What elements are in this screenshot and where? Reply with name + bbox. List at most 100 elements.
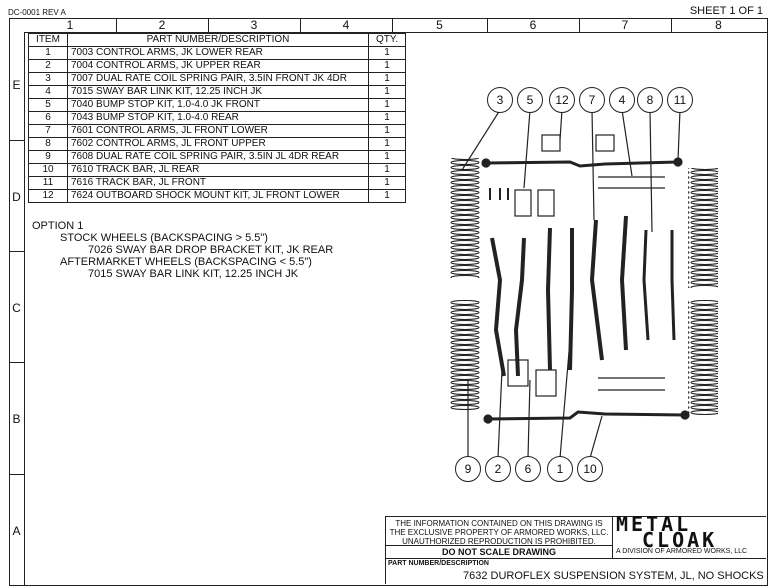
rear-bump-stop-1: [507, 359, 529, 387]
notice-line-3: UNAUTHORIZED REPRODUCTION IS PROHIBITED.: [402, 537, 596, 546]
front-coil-spring-right: [688, 168, 718, 288]
column-6: 6: [529, 18, 537, 32]
column-8: 8: [715, 18, 722, 32]
item-qty: 1: [368, 111, 406, 125]
shock-mount-bracket-right: [595, 134, 615, 152]
callout-6: 6: [515, 456, 541, 482]
option-line-aftermarket-kit: 7015 SWAY BAR LINK KIT, 12.25 INCH JK: [88, 268, 299, 280]
option-title: OPTION 1: [32, 220, 84, 232]
item-qty: 1: [368, 150, 406, 164]
column-2: 2: [158, 18, 166, 32]
part-description: 7602 CONTROL ARMS, JL FRONT UPPER: [67, 137, 369, 151]
control-arm-c: [545, 227, 552, 371]
part-number-label: PART NUMBER/DESCRIPTION: [388, 560, 489, 567]
drawing-area: [24, 32, 767, 585]
logo-line-2: CLOAK: [642, 528, 718, 552]
item-number: 10: [28, 163, 68, 177]
callout-5: 5: [517, 87, 543, 113]
rear-coil-spring-right: [688, 300, 718, 415]
item-number: 11: [28, 176, 68, 190]
rear-track-bar-end-right: [680, 410, 690, 420]
callout-3: 3: [487, 87, 513, 113]
front-track-bar: [485, 160, 679, 168]
row-c: C: [12, 301, 21, 315]
control-arm-d: [568, 228, 574, 371]
callout-4: 4: [609, 87, 635, 113]
part-description: 7003 CONTROL ARMS, JK LOWER REAR: [67, 46, 369, 60]
control-arm-h: [670, 230, 676, 341]
item-qty: 1: [368, 124, 406, 138]
item-number: 3: [28, 72, 68, 86]
callout-9: 9: [455, 456, 481, 482]
control-arm-g: [642, 229, 650, 341]
do-not-scale-note: DO NOT SCALE DRAWING: [442, 547, 556, 557]
part-description: 7624 OUTBOARD SHOCK MOUNT KIT, JL FRONT …: [67, 189, 369, 203]
item-number: 7: [28, 124, 68, 138]
part-description: 7608 DUAL RATE COIL SPRING PAIR, 3.5IN J…: [67, 150, 369, 164]
rear-track-bar: [487, 410, 686, 421]
callout-11: 11: [667, 87, 693, 113]
control-arm-b: [513, 237, 526, 377]
row-b: B: [12, 412, 21, 426]
header-qty: QTY.: [368, 33, 406, 47]
item-qty: 1: [368, 137, 406, 151]
part-description: 7004 CONTROL ARMS, JK UPPER REAR: [67, 59, 369, 73]
option-line-aftermarket: AFTERMARKET WHEELS (BACKSPACING < 5.5"): [60, 256, 312, 268]
notice-line-1: THE INFORMATION CONTAINED ON THIS DRAWIN…: [395, 519, 603, 528]
item-number: 6: [28, 111, 68, 125]
item-number: 9: [28, 150, 68, 164]
column-3: 3: [250, 18, 258, 32]
item-qty: 1: [368, 72, 406, 86]
option-note: OPTION 1 STOCK WHEELS (BACKSPACING > 5.5…: [32, 220, 333, 280]
rear-bump-stop-2: [535, 369, 557, 397]
column-7: 7: [621, 18, 629, 32]
header-item: ITEM: [28, 33, 68, 47]
part-description: 7007 DUAL RATE COIL SPRING PAIR, 3.5IN F…: [67, 72, 369, 86]
item-number: 12: [28, 189, 68, 203]
notice-line-2: THE EXCLUSIVE PROPERTY OF ARMORED WORKS,…: [389, 528, 609, 537]
item-number: 1: [28, 46, 68, 60]
proprietary-notice: THE INFORMATION CONTAINED ON THIS DRAWIN…: [386, 519, 612, 546]
item-qty: 1: [368, 85, 406, 99]
rear-track-bar-end-left: [483, 414, 493, 424]
row-e: E: [12, 78, 21, 92]
control-arm-e: [589, 219, 604, 361]
item-qty: 1: [368, 46, 406, 60]
bump-stop-1: [514, 189, 532, 217]
metal-cloak-logo: METAL CLOAK: [616, 514, 764, 552]
control-arm-a: [490, 237, 506, 377]
rear-coil-spring-left: [450, 300, 480, 410]
bolts: [489, 188, 509, 200]
part-description: 7610 TRACK BAR, JL REAR: [67, 163, 369, 177]
option-line-stock: STOCK WHEELS (BACKSPACING > 5.5"): [60, 232, 268, 244]
part-description: 7040 BUMP STOP KIT, 1.0-4.0 JK FRONT: [67, 98, 369, 112]
callout-1: 1: [547, 456, 573, 482]
item-qty: 1: [368, 163, 406, 177]
item-number: 5: [28, 98, 68, 112]
column-4: 4: [342, 18, 350, 32]
item-number: 2: [28, 59, 68, 73]
item-qty: 1: [368, 176, 406, 190]
option-line-stock-kit: 7026 SWAY BAR DROP BRACKET KIT, JK REAR: [88, 244, 334, 256]
part-description: 7601 CONTROL ARMS, JL FRONT LOWER: [67, 124, 369, 138]
item-number: 8: [28, 137, 68, 151]
callout-12: 12: [549, 87, 575, 113]
callout-10: 10: [577, 456, 603, 482]
part-description: 7015 SWAY BAR LINK KIT, 12.25 INCH JK: [67, 85, 369, 99]
division-text: A DIVISION OF ARMORED WORKS, LLC: [616, 548, 748, 555]
part-description: 7043 BUMP STOP KIT, 1.0-4.0 REAR: [67, 111, 369, 125]
column-1: 1: [66, 18, 74, 32]
callout-8: 8: [637, 87, 663, 113]
